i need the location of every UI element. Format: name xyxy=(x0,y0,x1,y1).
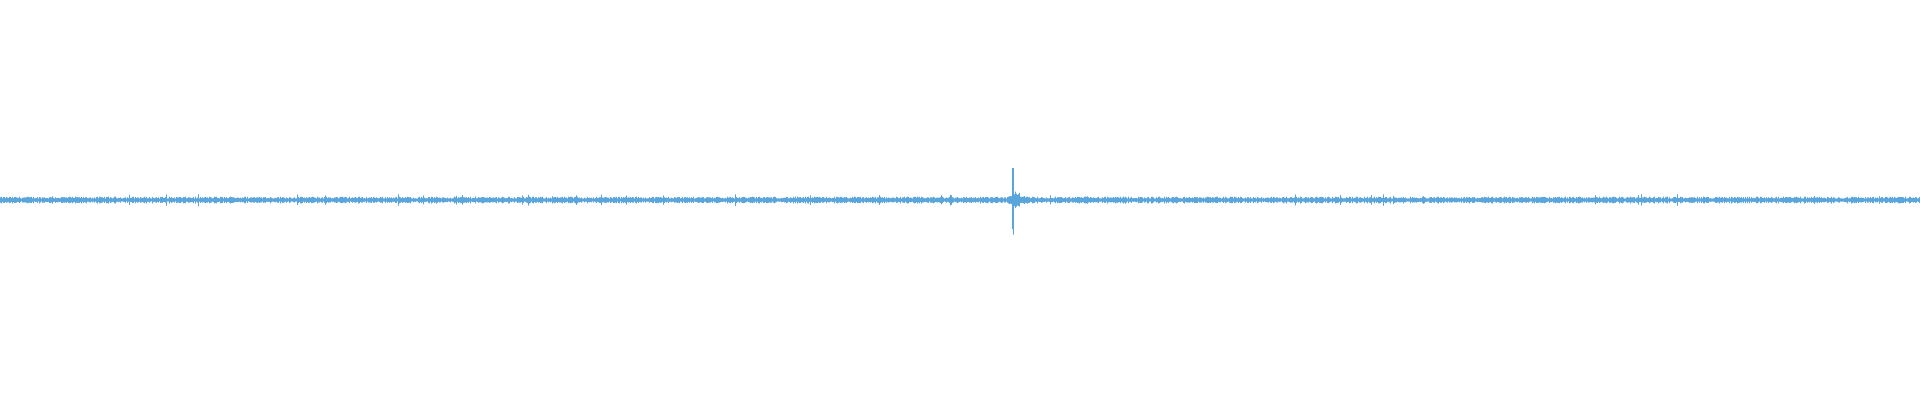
waveform-path xyxy=(0,168,1920,235)
